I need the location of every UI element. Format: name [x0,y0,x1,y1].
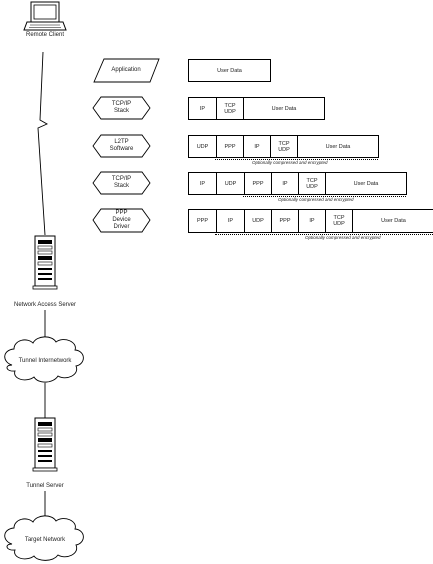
packet-field: IP [298,210,325,232]
packet-field: PPP [271,210,298,232]
tcpip-stack-hexagon [92,96,151,120]
tunnel-server-label: Tunnel Server [26,483,64,489]
laptop-icon [23,1,67,31]
cloud-icon [4,515,84,561]
packet-field: IP [271,173,298,194]
packet-row-application: User Data [188,59,271,82]
packet-row-tcpip-stack: IP TCP UDP User Data [188,97,325,120]
application-parallelogram [93,58,160,83]
packet-row-l2tp-software: UDP PPP IP TCP UDP User Data [188,135,379,158]
packet-field: UDP [216,173,244,194]
packet-field: User Data [217,67,242,74]
packet-field: TCP UDP [325,210,352,232]
packet-field: PPP [244,173,271,194]
cloud-icon [4,336,84,383]
packet-field: IP [243,136,270,157]
packet-field: IP [199,105,206,112]
server-icon [32,417,58,472]
ppp-device-driver-hexagon [92,208,151,233]
tcpip-stack-hexagon [92,171,151,195]
packet-field: UDP [244,210,271,232]
encryption-note: Optionally compressed and encrypted [305,235,381,240]
packet-field: User Data [352,210,433,232]
layer-label-tcpip-stack: TCP/IP Stack [111,176,132,189]
encryption-span [243,196,406,197]
encryption-note: Optionally compressed and encrypted [278,197,354,202]
l2tp-software-hexagon [92,134,151,158]
packet-field: User Data [325,173,406,194]
packet-field: IP [216,210,244,232]
remote-client-label: Remote Client [25,32,64,38]
packet-row-ppp-device-driver: PPP IP UDP PPP IP TCP UDP User Data [188,209,433,233]
layer-label-l2tp-software: L2TP Software [109,139,134,152]
network-access-server-label: Network Access Server [13,302,77,308]
encryption-note: Optionally compressed and encrypted [252,160,328,165]
tunnel-internetwork-label: Tunnel Internetwork [18,358,72,364]
packet-field: TCP UDP [270,136,297,157]
layer-label-application: Application [111,67,141,73]
packet-field: PPP [216,136,243,157]
packet-field: User Data [297,136,378,157]
encryption-span [215,159,378,160]
packet-field: TCP UDP [216,98,243,119]
layer-label-ppp-device-driver: PPP Device Driver [112,210,131,230]
packet-field: IP [199,180,206,187]
server-icon [32,235,58,290]
dialup-link [37,51,48,236]
packet-row-tcpip-stack: IP UDP PPP IP TCP UDP User Data [188,172,407,195]
encryption-span [215,234,433,235]
packet-field: User Data [243,98,324,119]
packet-field: UDP [196,143,209,150]
packet-field: TCP UDP [298,173,325,194]
layer-label-tcpip-stack: TCP/IP Stack [111,101,132,114]
packet-field: PPP [196,218,208,224]
target-network-label: Target Network [24,537,66,543]
